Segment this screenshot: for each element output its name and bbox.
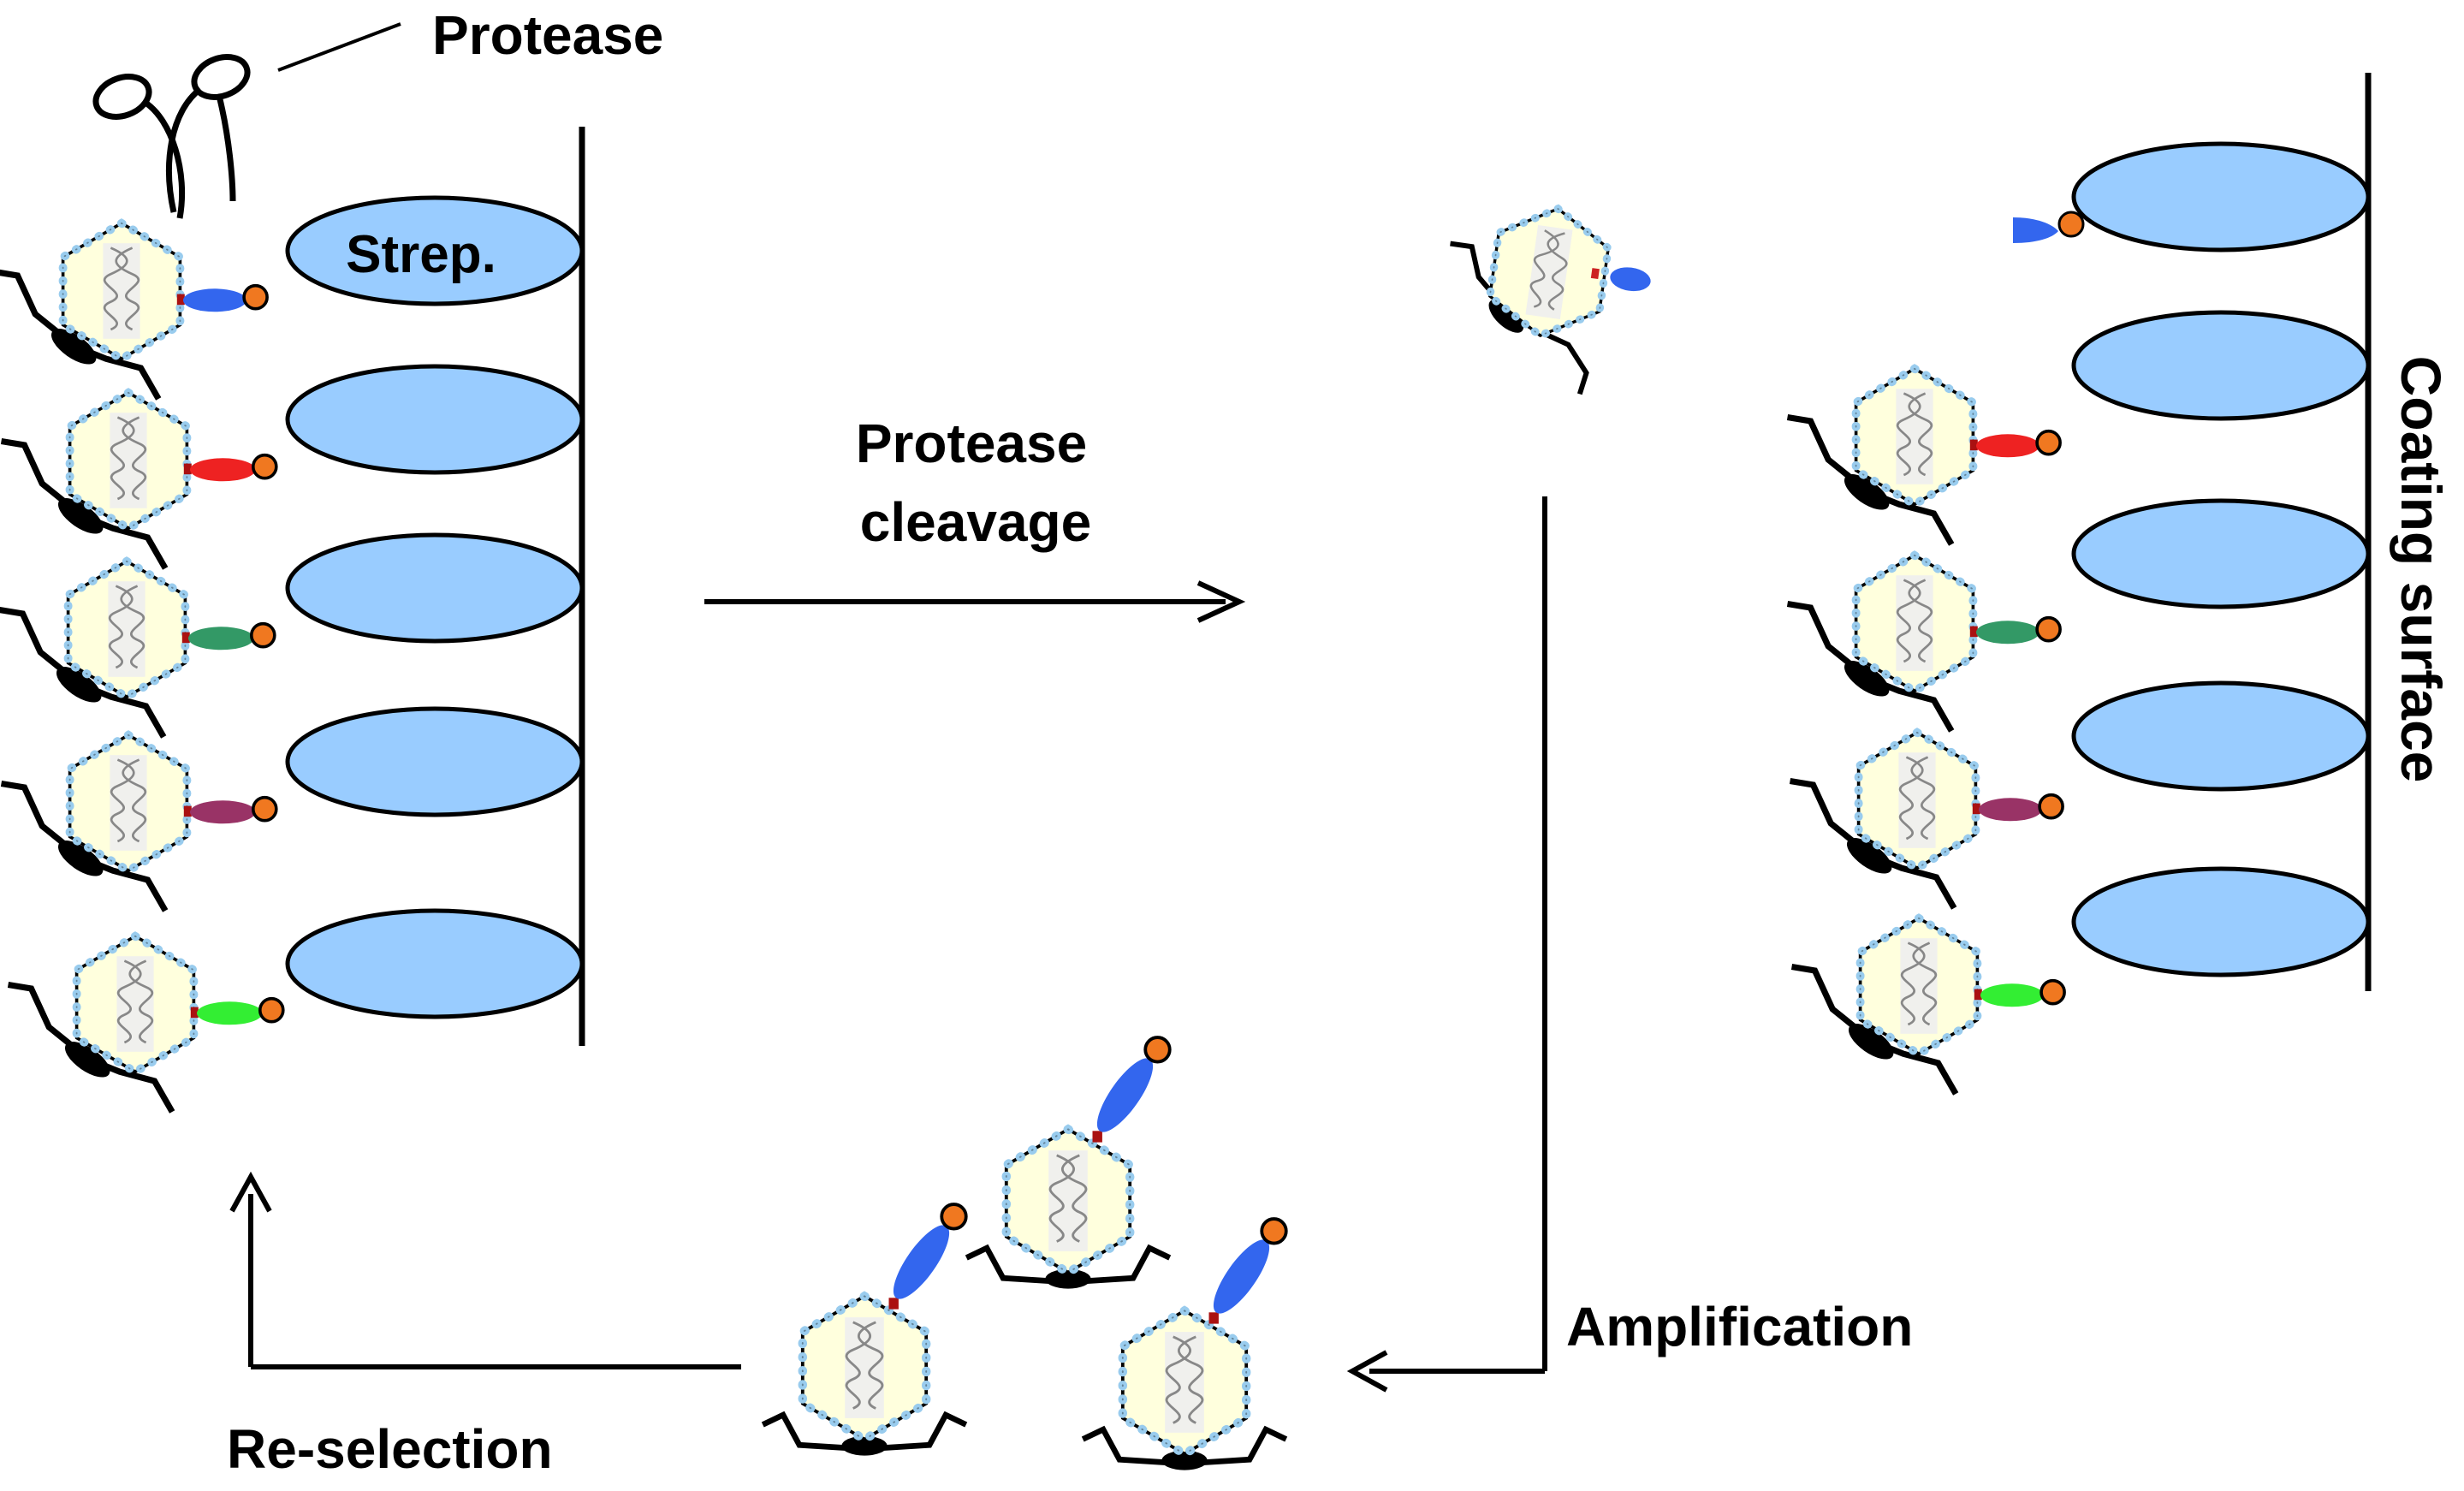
cleaved-peptide-remnant [2013, 217, 2058, 243]
left-phage-3 [0, 561, 276, 739]
amplified-phage-top [965, 1036, 1172, 1289]
reselection-label: Re-selection [227, 1418, 553, 1480]
phage-icon [803, 1296, 926, 1439]
peptide-linker [188, 627, 254, 650]
right-streptavidin-column [2071, 141, 2371, 977]
biotin-dot [1143, 1036, 1172, 1064]
left-streptavidin-oval-5 [285, 908, 585, 1019]
cleavage-label-line1: Protease [856, 413, 1087, 474]
right-bound-phage-column [1786, 369, 2066, 1096]
cleavage-label-line2: cleavage [860, 491, 1091, 553]
amplification-arrow-head [1346, 1350, 1388, 1393]
peptide-linker [1980, 983, 2044, 1007]
biotin-dot [258, 996, 285, 1024]
amplification-label: Amplification [1566, 1296, 1913, 1357]
peptide-linker [1979, 798, 2042, 822]
right-streptavidin-oval-5 [2071, 866, 2371, 977]
phage-icon [1861, 918, 1978, 1054]
peptide-linker [1096, 1058, 1154, 1132]
phage-icon [77, 936, 194, 1072]
peptide-linker [1213, 1239, 1270, 1314]
left-streptavidin-column [285, 195, 585, 1019]
biotin-dot [1260, 1217, 1288, 1245]
left-streptavidin-oval-4 [285, 706, 585, 817]
cleaved-phage [1450, 194, 1651, 395]
protease-pointer-line [277, 22, 401, 72]
biotin-dot [940, 1203, 968, 1231]
peptide-linker [190, 800, 256, 824]
biotin-dot [250, 621, 276, 649]
left-phage-2 [0, 393, 278, 570]
amplified-phage-left [761, 1203, 968, 1456]
right-phage-2 [1786, 555, 2062, 733]
left-streptavidin-oval-3 [285, 532, 585, 644]
phage-icon [68, 561, 186, 697]
phage-icon [1856, 369, 1974, 504]
biotin-dot [252, 453, 278, 480]
phage-icon [63, 223, 181, 359]
phage-icon [70, 735, 187, 870]
right-streptavidin-oval-4 [2071, 680, 2371, 792]
right-streptavidin-oval-3 [2071, 498, 2371, 609]
cleaved-peptide-stub [1610, 267, 1651, 292]
biotin-dot [242, 283, 269, 311]
peptide-linker [1976, 434, 2039, 458]
phage-icon [1859, 733, 1976, 868]
cleavage-arrow-head [1196, 580, 1246, 623]
peptide-linker [1976, 621, 2039, 645]
peptide-linker [197, 1001, 263, 1025]
right-phage-4 [1790, 918, 2066, 1096]
right-phage-1 [1786, 369, 2062, 546]
left-streptavidin-oval-2 [285, 364, 585, 475]
left-phage-5 [7, 936, 285, 1114]
phage-icon [70, 393, 187, 528]
amplified-phage-group [761, 1036, 1288, 1470]
phage-icon [1123, 1310, 1246, 1453]
peptide-linker [183, 288, 246, 312]
right-phage-3 [1789, 733, 2064, 910]
biotin-dot [2039, 978, 2066, 1006]
amplified-phage-right [1081, 1217, 1288, 1470]
peptide-linker [190, 458, 256, 482]
left-phage-1 [0, 223, 269, 401]
scissors-icon [92, 54, 251, 219]
coating-surface-label: Coating surface [2390, 356, 2453, 783]
left-streptavidin-oval-1 [285, 195, 585, 306]
left-phage-4 [0, 735, 278, 912]
protease-label: Protease [432, 4, 663, 66]
reselection-arrow-head [229, 1171, 272, 1213]
phage-icon [1856, 555, 1974, 691]
right-streptavidin-oval-2 [2071, 310, 2371, 421]
right-streptavidin-oval-1 [2071, 141, 2371, 252]
peptide-linker [893, 1225, 950, 1299]
strep-label: Strep. [346, 225, 496, 284]
biotin-dot [252, 795, 278, 823]
biotin-dot [2038, 793, 2064, 820]
phage-icon [1006, 1129, 1130, 1272]
biotin-dot [2035, 615, 2062, 643]
biotin-dot [2035, 429, 2062, 456]
left-bound-phage-column [0, 223, 285, 1114]
